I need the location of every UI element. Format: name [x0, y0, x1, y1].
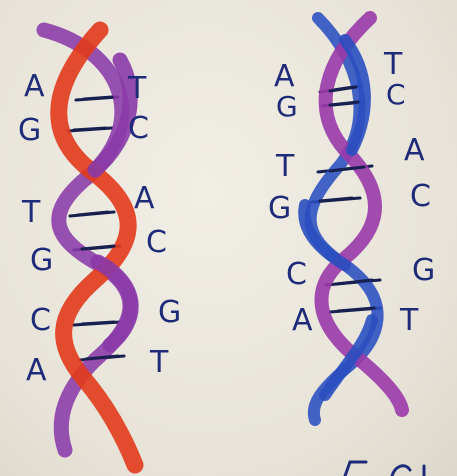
right-helix-base-left-2: G [276, 90, 298, 123]
right-helix-base-right-4: C [410, 179, 431, 214]
left-helix-purple-overlap-1 [87, 52, 138, 178]
left-rung-front-5 [80, 320, 116, 326]
left-helix-base-left-3: T [21, 195, 41, 230]
right-rung-front-6 [336, 306, 376, 313]
right-helix-blue-overlap-1 [339, 34, 371, 156]
left-helix-base-right-3: A [134, 181, 155, 216]
right-rung-front-2 [328, 100, 360, 107]
right-helix-base-right-1: T [383, 47, 403, 82]
right-helix-rungs-front [318, 85, 376, 313]
right-rung-front-5 [334, 278, 374, 286]
left-helix-base-left-2: G [18, 113, 41, 148]
left-helix-base-right-2: C [128, 111, 149, 146]
right-dna-helix: A G T G C A T C A C G T [268, 11, 435, 426]
right-helix-base-left-6: A [292, 303, 313, 338]
right-helix-purple-strand [314, 11, 409, 417]
left-helix-base-left-1: A [24, 69, 45, 104]
right-helix-base-right-5: G [412, 253, 435, 288]
right-rung-front-3 [328, 165, 366, 173]
cropped-mark-2 [390, 464, 412, 476]
right-helix-base-right-6: T [399, 303, 419, 338]
left-helix-base-left-5: C [30, 303, 51, 338]
right-helix-base-left-4: G [268, 191, 291, 226]
right-rung-front-4 [318, 196, 354, 203]
left-helix-base-right-6: T [149, 345, 169, 380]
left-helix-purple-overlap-2 [90, 254, 139, 353]
left-helix-base-right-4: C [146, 225, 167, 260]
left-rung-front-1 [82, 95, 114, 101]
left-rung-front-3 [76, 210, 110, 217]
left-dna-helix: A G T G C A T C A C G T [18, 21, 181, 474]
right-rung-front-1 [328, 85, 358, 93]
right-helix-base-left-3: T [275, 149, 295, 184]
right-helix-base-right-3: A [404, 133, 425, 168]
right-helix-blue-overlap-3 [319, 314, 378, 401]
left-helix-rungs-front [72, 95, 120, 361]
left-helix-base-right-1: T [127, 71, 147, 106]
left-helix-base-left-6: A [26, 353, 47, 388]
right-helix-base-right-2: C [386, 78, 406, 111]
left-rung-front-2 [72, 126, 108, 132]
left-helix-base-right-5: G [158, 295, 181, 330]
cropped-handwriting-marks [343, 460, 426, 476]
left-helix-base-left-4: G [30, 243, 53, 278]
left-rung-front-4 [80, 244, 116, 251]
cropped-mark-1 [343, 460, 368, 476]
right-helix-base-left-1: A [274, 59, 295, 94]
right-helix-base-left-5: C [286, 257, 307, 292]
right-helix-blue-overlap-2 [298, 199, 351, 271]
left-rung-front-6 [84, 354, 120, 361]
